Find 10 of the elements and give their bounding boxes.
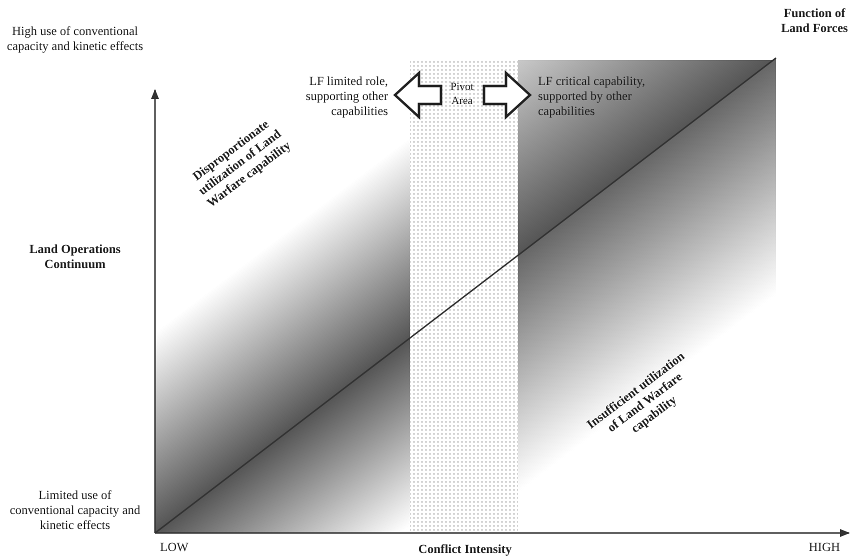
axis-label: Conflict Intensity <box>417 542 513 557</box>
axis-label: Limited use of conventional capacity and kinetic effects <box>8 488 142 533</box>
axis-label: Function of Land Forces <box>780 6 849 36</box>
axis-label: High use of conventional capacity and kinetic effects <box>6 24 144 54</box>
axis-label: LOW <box>160 540 190 555</box>
axis-label: LF critical capability, supported by other capabilities <box>538 74 646 119</box>
axis-label: Land Operations Continuum <box>28 242 122 272</box>
axis-label: Pivot Area <box>449 80 475 108</box>
axis-label: LF limited role, supporting other capabilities <box>304 74 388 119</box>
axis-label: HIGH <box>808 540 840 555</box>
